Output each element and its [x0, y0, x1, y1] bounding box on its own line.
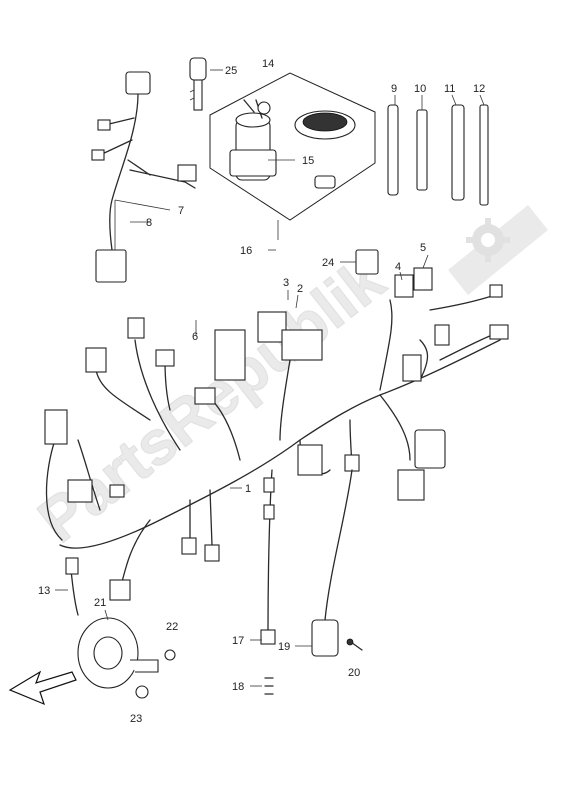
- callout-11: 11: [444, 83, 455, 95]
- sensor-lead: [260, 469, 276, 695]
- callout-6: 6: [192, 331, 198, 343]
- front-arrow-icon: [8, 670, 77, 706]
- callout-8: 8: [146, 217, 152, 229]
- callout-12: 12: [473, 83, 485, 95]
- callout-15: 15: [302, 155, 314, 167]
- cable-ties: [387, 104, 489, 206]
- callout-24: 24: [322, 257, 334, 269]
- callout-22: 22: [166, 621, 178, 633]
- callout-21: 21: [94, 597, 106, 609]
- callout-19: 19: [278, 641, 290, 653]
- sub-harness: [91, 71, 197, 283]
- callout-5: 5: [420, 242, 426, 254]
- callouts: 25 14 7 8 15 16 9 10 11 12 24 4 5 3 2 6 …: [38, 58, 485, 725]
- callout-18: 18: [232, 681, 244, 693]
- callout-7: 7: [178, 205, 184, 217]
- switch-lead: [311, 469, 363, 657]
- callout-13: 13: [38, 585, 50, 597]
- gear-icon: [448, 205, 548, 295]
- callout-3: 3: [283, 277, 289, 289]
- callout-2: 2: [297, 283, 303, 295]
- callout-4: 4: [395, 261, 401, 273]
- callout-14: 14: [262, 58, 274, 70]
- ignition-switch-kit-box: [209, 72, 376, 221]
- callout-20: 20: [348, 667, 360, 679]
- callout-17: 17: [232, 635, 244, 647]
- callout-1: 1: [245, 483, 251, 495]
- horn: [65, 557, 176, 699]
- ignition-key: [189, 57, 207, 111]
- main-harness: [44, 284, 509, 601]
- leader-lines: [55, 69, 485, 687]
- callout-23: 23: [130, 713, 142, 725]
- callout-10: 10: [414, 83, 426, 95]
- callout-9: 9: [391, 83, 397, 95]
- callout-16: 16: [240, 245, 252, 257]
- callout-25: 25: [225, 65, 237, 77]
